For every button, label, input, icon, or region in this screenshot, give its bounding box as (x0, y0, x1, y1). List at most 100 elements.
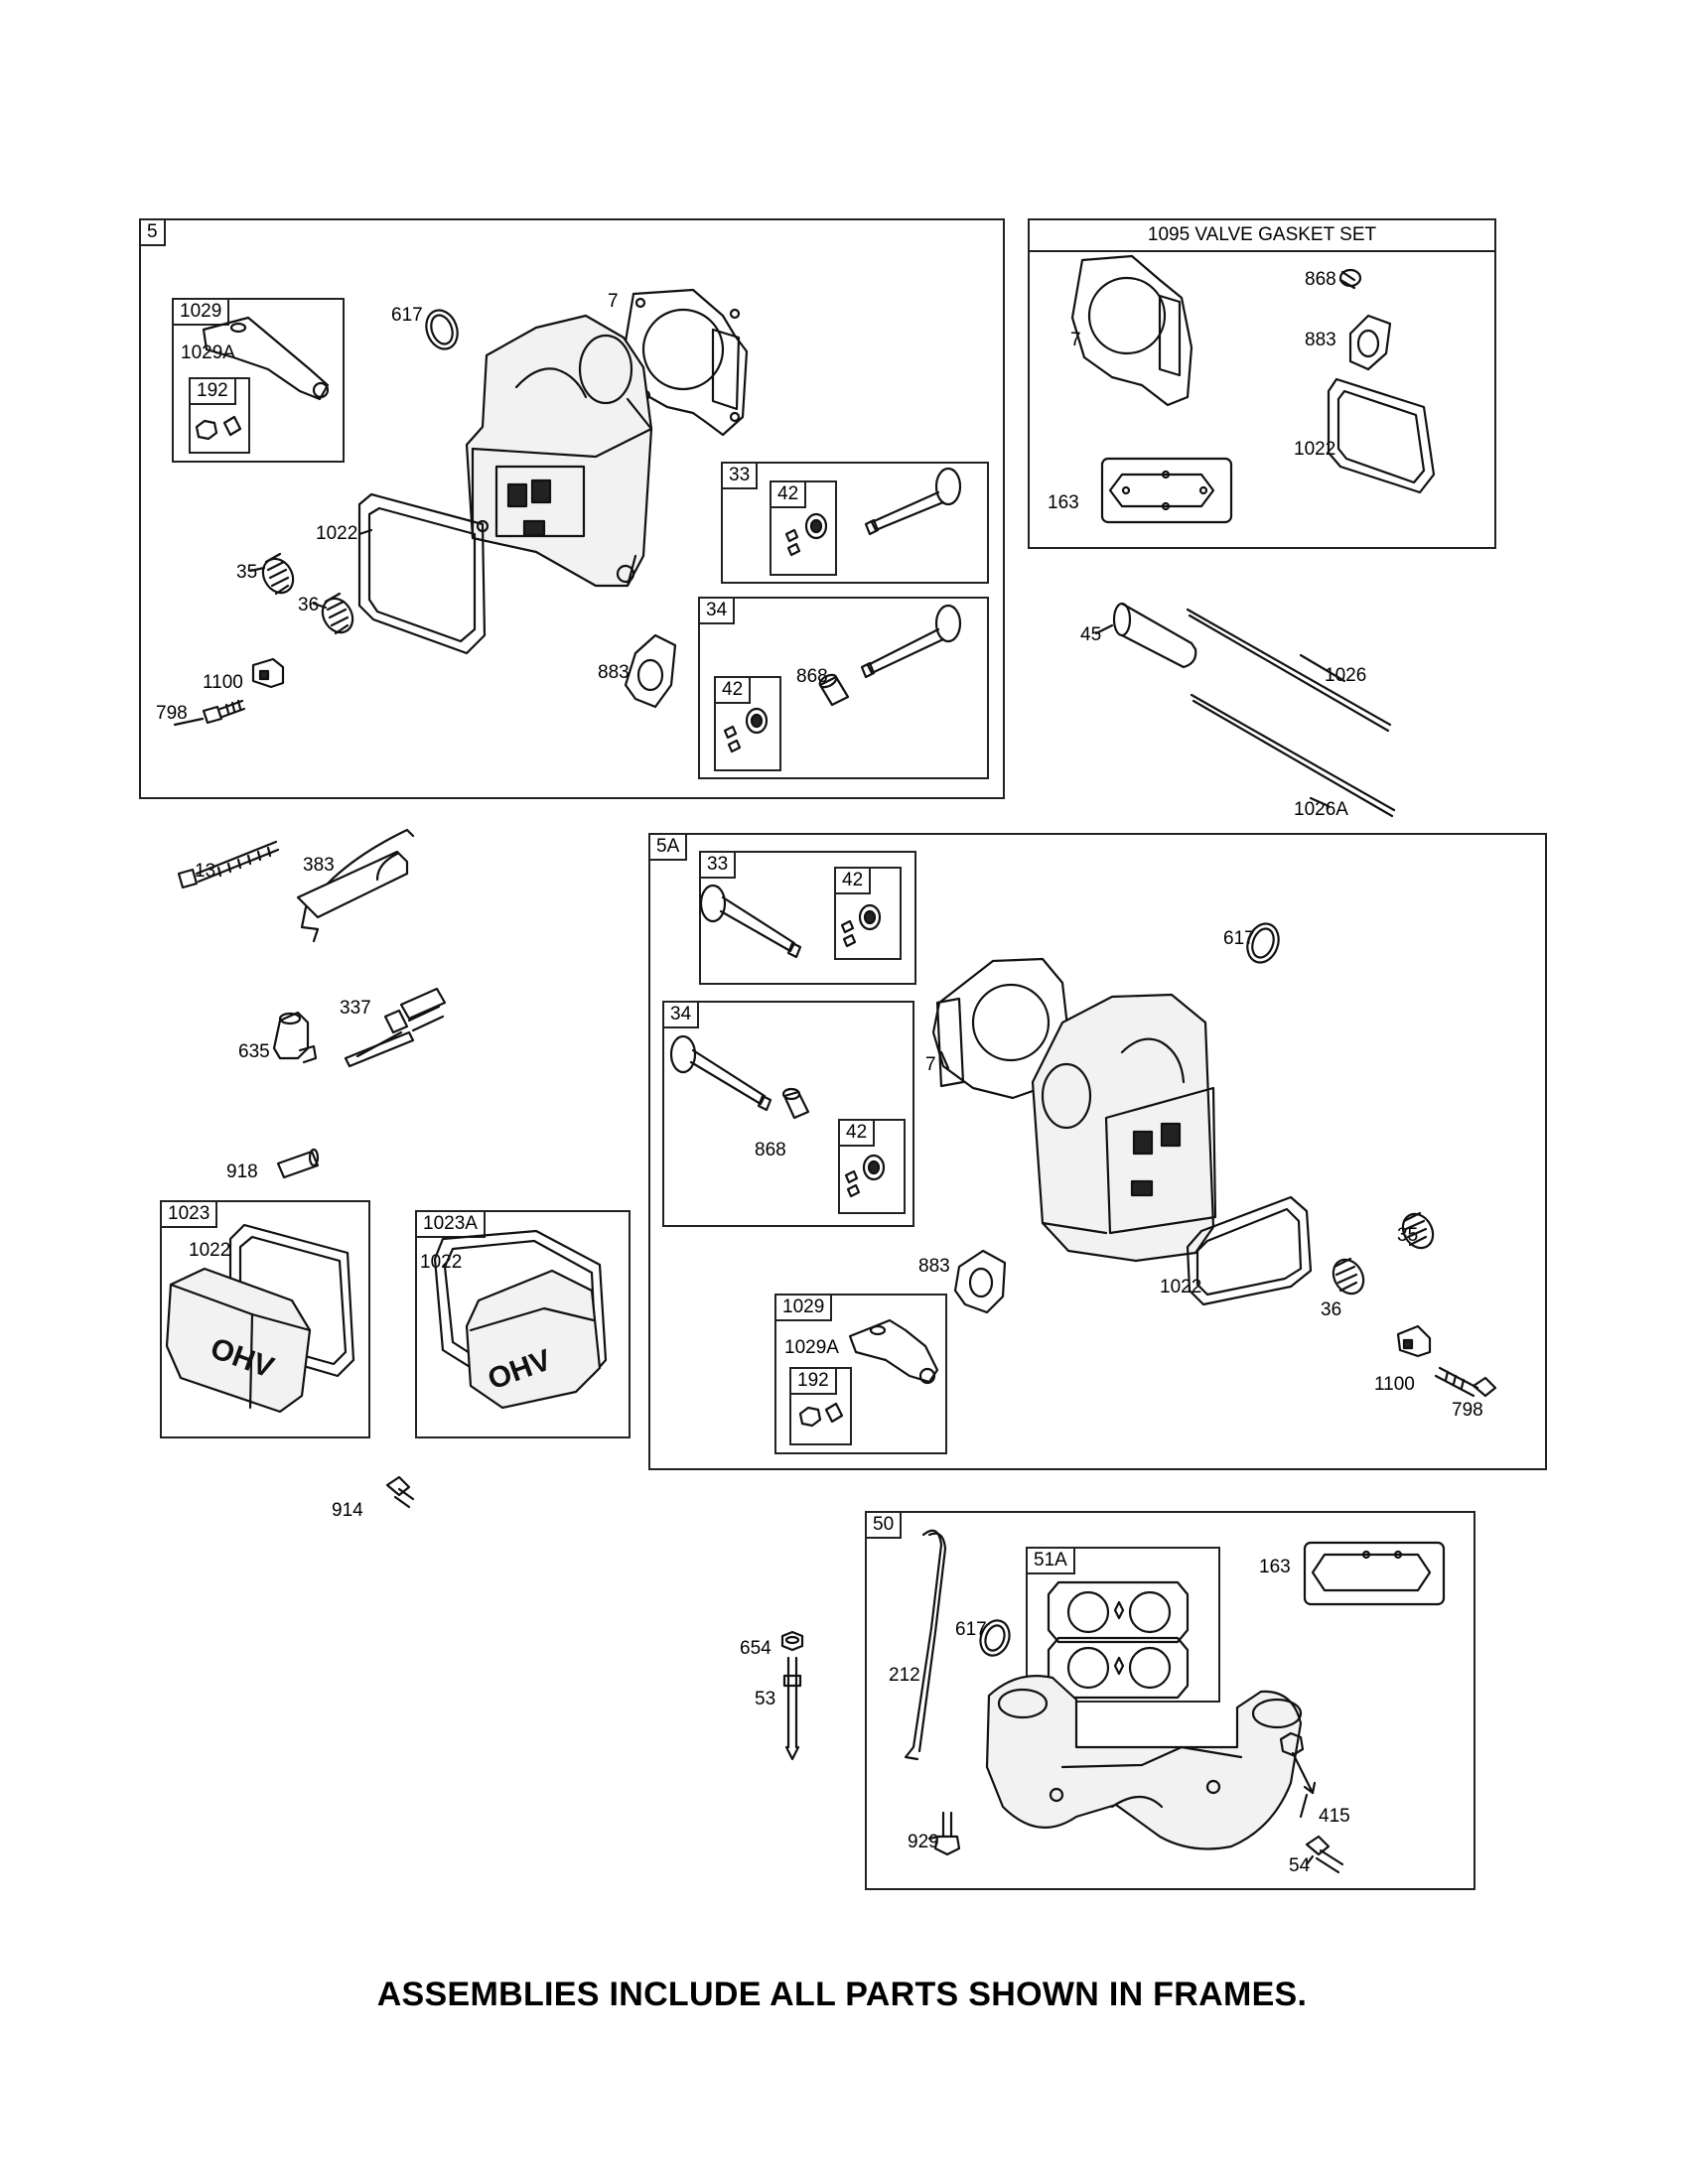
bolt-13-icon (177, 840, 280, 889)
retainer-icon (784, 512, 828, 557)
clip-icon (251, 657, 285, 689)
valve-guide-b-icon (781, 1087, 810, 1120)
push-rod-icon (1186, 608, 1392, 733)
label-1026: 1026 (1325, 665, 1367, 686)
label-212: 212 (889, 1665, 920, 1686)
exhaust-manifold-icon (985, 1675, 1303, 1850)
frame-tag-51A: 51A (1026, 1547, 1075, 1574)
intake-gasket-51a-2-icon (1047, 1636, 1190, 1700)
frame-tag-42-d: 42 (838, 1119, 876, 1147)
label-163-b: 163 (1259, 1557, 1291, 1577)
rocker-cover-gasket-b-icon (1186, 1195, 1313, 1306)
stud-53-icon (782, 1656, 802, 1761)
frame-42-b: 42 (714, 676, 781, 771)
valve-gasket-set-title: 1095 VALVE GASKET SET (1030, 220, 1494, 252)
frame-33-b: 33 (699, 851, 916, 985)
bolt-929-icon (933, 1811, 961, 1856)
label-929: 929 (908, 1832, 939, 1852)
frame-34: 34 (698, 597, 989, 779)
label-654: 654 (740, 1638, 772, 1659)
nut-b-icon (798, 1402, 844, 1428)
leader-lines-icon (173, 528, 1346, 1866)
valve-cover-2-icon: OHV (465, 1269, 602, 1410)
label-617: 617 (391, 305, 423, 326)
screw-914-icon (385, 1475, 415, 1509)
footer-note: ASSEMBLIES INCLUDE ALL PARTS SHOWN IN FR… (376, 1976, 1308, 2013)
label-883-b: 883 (918, 1256, 950, 1277)
frame-tag-1023A: 1023A (415, 1210, 486, 1238)
frame-tag-34: 34 (698, 597, 736, 624)
cylinder-head-icon (465, 314, 653, 588)
valve-spring-2-icon (321, 592, 354, 635)
label-883: 883 (598, 662, 630, 683)
retainer-2-icon (723, 707, 769, 753)
sleeve-icon (276, 1148, 320, 1179)
label-1029A: 1029A (181, 342, 235, 363)
frame-tag-5: 5 (139, 218, 166, 246)
frame-tag-42-b: 42 (714, 676, 752, 704)
bolt-icon (202, 699, 246, 725)
valve-cover-icon: OHV (165, 1267, 312, 1414)
label-415: 415 (1319, 1806, 1350, 1827)
tappet-icon (1112, 602, 1197, 669)
valve-spring-icon (261, 552, 295, 596)
push-rod-2-icon (1190, 693, 1396, 818)
frame-tag-1029: 1029 (172, 298, 230, 326)
rocker-arm-icon (202, 316, 330, 401)
label-valve-1022: 1022 (1294, 439, 1336, 460)
label-918: 918 (226, 1161, 258, 1182)
frame-192-b: 192 (789, 1367, 852, 1445)
frame-33: 33 (721, 462, 989, 584)
nut-icon (195, 415, 242, 441)
frame-tag-1023: 1023 (160, 1200, 218, 1228)
intake-gasket-51a-icon (1047, 1580, 1190, 1644)
frame-tag-33-b: 33 (699, 851, 737, 879)
frame-1029-b: 1029 (774, 1294, 947, 1454)
label-1100-b: 1100 (1374, 1374, 1415, 1395)
label-1022: 1022 (316, 523, 358, 544)
intake-valve-b-icon (699, 884, 802, 959)
label-7-b: 7 (925, 1054, 936, 1075)
frame-tag-42-a: 42 (770, 480, 807, 508)
label-valve-868: 868 (1305, 269, 1336, 290)
frame-5A: 5A (648, 833, 1547, 1470)
bolt-b-icon (1434, 1366, 1497, 1398)
exhaust-valve-b-icon (669, 1034, 772, 1112)
frame-42-c: 42 (834, 867, 902, 960)
label-53: 53 (755, 1689, 776, 1709)
frame-tag-50: 50 (865, 1511, 903, 1539)
set-guide-icon (1338, 268, 1362, 290)
clip-b-icon (1396, 1324, 1432, 1358)
frame-tag-34-b: 34 (662, 1001, 700, 1028)
label-1026A: 1026A (1294, 799, 1348, 820)
rocker-cover-gasket-icon (357, 492, 487, 655)
label-383: 383 (303, 855, 335, 876)
label-1029A-b: 1029A (784, 1337, 839, 1358)
label-617-c: 617 (955, 1619, 987, 1640)
valve-spring-b-icon (1401, 1211, 1435, 1250)
label-914: 914 (332, 1500, 363, 1521)
frame-42-a: 42 (770, 480, 837, 576)
rocker-arm-b-icon (848, 1318, 939, 1385)
set-intake-gasket-icon (1100, 457, 1233, 524)
frame-tag-5A: 5A (648, 833, 688, 861)
frame-tag-192: 192 (189, 377, 236, 405)
valve-spring-b2-icon (1332, 1257, 1365, 1296)
label-635: 635 (238, 1041, 270, 1062)
nut-415-icon (1279, 1731, 1317, 1795)
frame-34-b: 34 (662, 1001, 914, 1227)
frame-1023A: 1023A (415, 1210, 631, 1438)
label-36: 36 (298, 595, 320, 615)
label-1100: 1100 (203, 672, 243, 693)
frame-tag-1029-b: 1029 (774, 1294, 833, 1321)
frame-tag-33: 33 (721, 462, 759, 489)
frame-tag-42-c: 42 (834, 867, 872, 894)
boot-icon (272, 1011, 318, 1064)
bracket-212-icon (904, 1529, 947, 1761)
frame-1029: 1029 (172, 298, 345, 463)
label-54: 54 (1289, 1855, 1311, 1876)
label-337: 337 (340, 998, 371, 1019)
o-ring-icon (425, 309, 459, 350)
spark-plug-icon (344, 987, 447, 1068)
